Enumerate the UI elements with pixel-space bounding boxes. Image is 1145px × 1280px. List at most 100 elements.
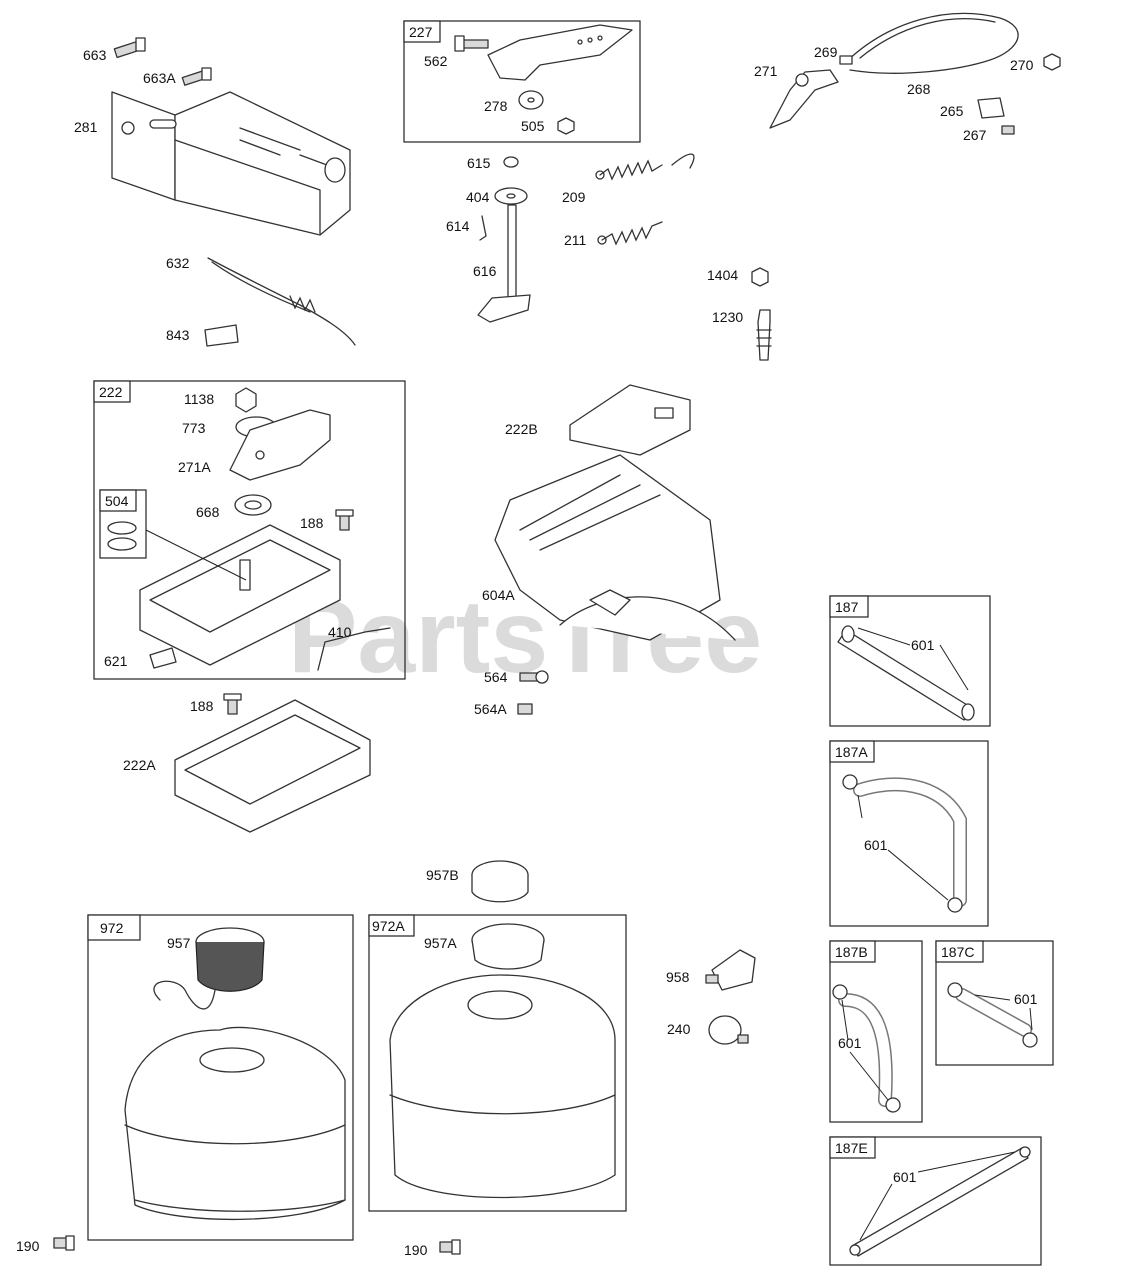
callout-271: 271 [754,63,778,79]
assembly-box-187c: 187C [935,940,1054,1066]
callout-615: 615 [467,155,491,171]
nut-505 [557,117,575,135]
clamp-265 [977,97,1005,119]
box-label-187c: 187C [941,944,974,960]
assembly-box-187e: 187E [829,1136,1042,1266]
callout-267: 267 [963,127,987,143]
assembly-box-187a: 187A [829,740,989,927]
screw-188b [223,693,242,715]
throttle-cable-268 [839,12,1019,74]
callout-270: 270 [1010,57,1034,73]
callout-564: 564 [484,669,508,685]
box-label-972a: 972A [372,918,405,934]
callout-601-187a: 601 [864,837,888,853]
washer-278 [518,90,544,110]
washer-404 [494,187,528,205]
control-base-plate-222a [174,699,371,833]
leader-601-187a [857,794,949,901]
fuel-shutoff-958 [705,949,756,991]
screw-190a [53,1235,75,1251]
washer-615 [503,156,519,168]
fuel-line-187c [947,982,1038,1048]
bolt-663a [181,67,212,86]
box-label-504: 504 [105,493,129,509]
assembly-box-187: 187 [829,595,991,727]
clip-614 [479,215,487,241]
callout-268: 268 [907,81,931,97]
box-label-187b: 187B [835,944,868,960]
callout-621: 621 [104,653,128,669]
fuel-cap-957b [471,860,529,903]
callout-222b: 222B [505,421,538,437]
control-plate-271a [229,409,331,481]
leader-601-187c [974,994,1033,1031]
callout-601-187c: 601 [1014,991,1038,1007]
callout-957: 957 [167,935,191,951]
callout-404: 404 [466,189,490,205]
callout-1230: 1230 [712,309,743,325]
callout-663: 663 [83,47,107,63]
clip-843 [204,324,239,347]
callout-278: 278 [484,98,508,114]
assembly-box-972a: 972A [368,914,627,1212]
control-base-plate [139,524,341,666]
callout-269: 269 [814,44,838,60]
spring-211 [597,221,663,246]
nut-1138 [235,387,257,413]
callout-601-187e: 601 [893,1169,917,1185]
fuel-filter-240 [708,1015,749,1045]
callout-843: 843 [166,327,190,343]
governor-spring-632 [207,257,356,346]
assembly-box-972: 972 [87,914,354,1241]
fuel-line-187 [837,625,975,721]
leader-601-187e [859,1151,1016,1241]
callout-601-187: 601 [911,637,935,653]
fuel-tank-972 [124,1026,346,1221]
callout-957b: 957B [426,867,459,883]
cable-bracket-271 [769,69,839,129]
screw-267 [1001,125,1015,135]
bracket-222b [569,384,691,456]
leader-504 [145,529,247,581]
callout-562: 562 [424,53,448,69]
box-label-187: 187 [835,599,859,615]
callout-604a: 604A [482,587,515,603]
callout-211: 211 [564,232,587,248]
callout-663a: 663A [143,70,176,86]
assembly-box-187b: 187B [829,940,923,1123]
box-label-187a: 187A [835,744,868,760]
callout-265: 265 [940,103,964,119]
fuel-cap-957a [471,923,545,970]
callout-410: 410 [328,624,352,640]
callout-505: 505 [521,118,545,134]
fuel-cap-957 [153,927,265,1010]
box-label-227: 227 [409,24,433,40]
washers-504 [107,521,137,551]
stud-1230 [756,309,772,361]
callout-labels: 663 663A 281 632 843 562 278 505 615 404… [16,44,1038,1258]
bushing-668 [234,494,272,516]
spring-410 [317,627,391,671]
callout-271a: 271A [178,459,211,475]
screw-188 [335,509,354,531]
bolt-663 [113,37,146,59]
fuel-line-187b [832,984,901,1113]
leader-601-187 [857,627,911,646]
screw-190b [439,1239,461,1255]
fuel-line-187e [849,1146,1031,1257]
callout-188b: 188 [190,698,214,714]
leader-601-187b2 [841,999,889,1101]
callout-773: 773 [182,420,206,436]
screw-564a [517,703,533,715]
callout-601-187b: 601 [838,1035,862,1051]
callout-188: 188 [300,515,324,531]
fuel-tank-972a [389,974,616,1199]
screw-562 [454,35,489,52]
box-label-972: 972 [100,920,124,936]
callout-190b: 190 [404,1242,428,1258]
callout-209: 209 [562,189,586,205]
callout-614: 614 [446,218,470,234]
callout-1404: 1404 [707,267,738,283]
